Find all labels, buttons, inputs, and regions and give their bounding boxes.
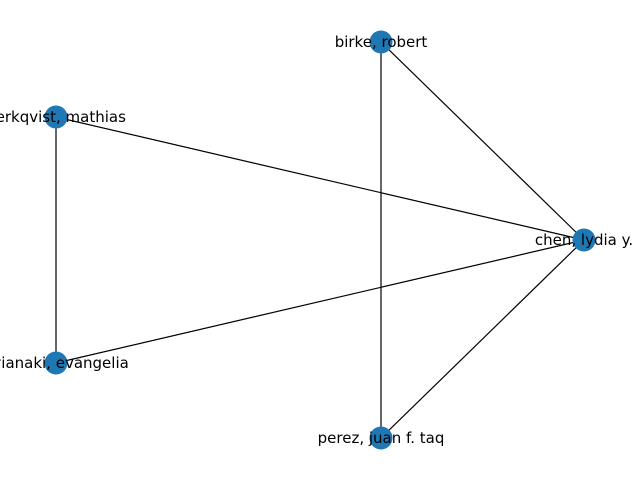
node-label-berkqvist: berkqvist, mathias — [0, 108, 126, 126]
node-perez — [369, 426, 393, 450]
labels-layer: birke, robert berkqvist, mathias chen, lyd… — [0, 33, 633, 447]
node-birke — [369, 30, 393, 54]
node-label-chen: chen, lydia y. — [535, 231, 633, 249]
node-label-birke: birke, robert — [335, 33, 428, 51]
node-label-perez: perez, juan f. taq — [318, 429, 445, 447]
node-berkqvist — [44, 105, 68, 129]
node-chen — [572, 228, 596, 252]
edge-birke-chen — [380, 41, 585, 241]
nodes-layer — [44, 30, 596, 450]
edge-chen-avianaki — [55, 239, 585, 364]
edges-layer — [55, 41, 585, 439]
node-label-avianaki: avianaki, evangelia — [0, 354, 129, 372]
edge-chen-perez — [380, 239, 585, 439]
node-avianaki — [44, 351, 68, 375]
edge-berkqvist-chen — [55, 116, 585, 241]
